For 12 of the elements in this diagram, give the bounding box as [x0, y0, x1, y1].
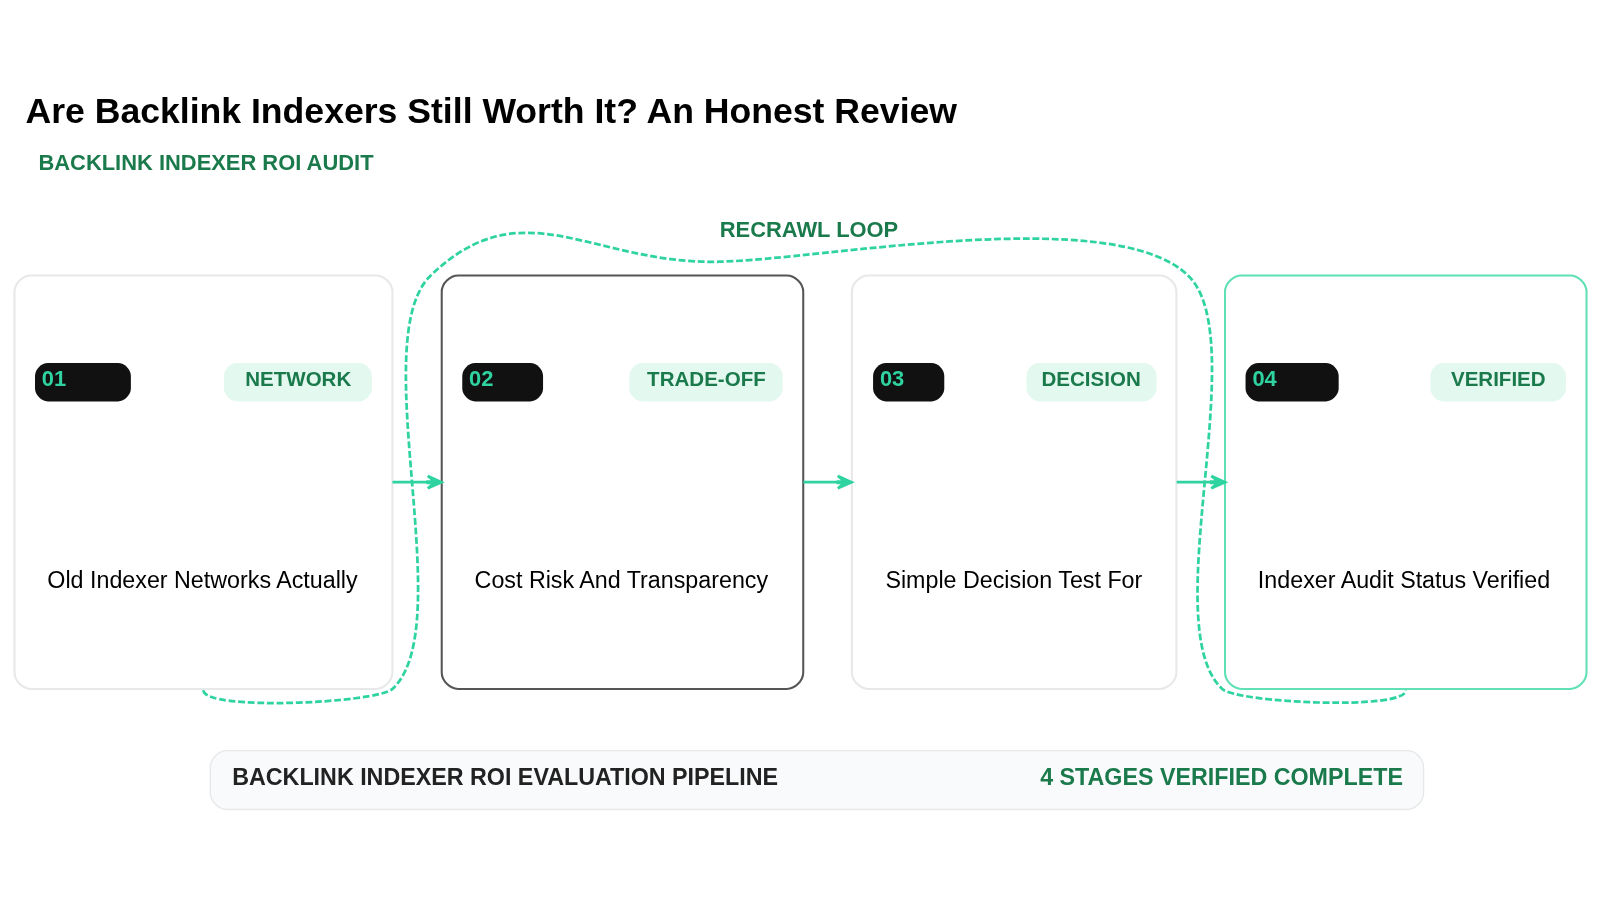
arrow [1176, 474, 1226, 490]
connector [202, 231, 1406, 705]
node-box: 04 VERIFIED Indexer Audit Status Verified [1223, 274, 1588, 690]
label: BACKLINK INDEXER ROI AUDIT [37, 149, 374, 175]
node-box: 03 DECISION Simple Decision Test For [850, 274, 1177, 690]
edge-label: RECRAWL LOOP [719, 216, 898, 242]
node-box: 01 NETWORK Old Indexer Networks Actually [12, 274, 393, 690]
node-box: 02 TRADE-OFF Cost Risk And Transparency [440, 274, 804, 690]
diagram-title: Are Backlink Indexers Still Worth It? An Honest Review [24, 91, 957, 132]
arrow [802, 474, 853, 490]
arrow [392, 474, 443, 490]
node-box: BACKLINK INDEXER ROI EVALUATION PIPELINE 4 STAGES VERIFIED COMPLETE [209, 749, 1424, 811]
